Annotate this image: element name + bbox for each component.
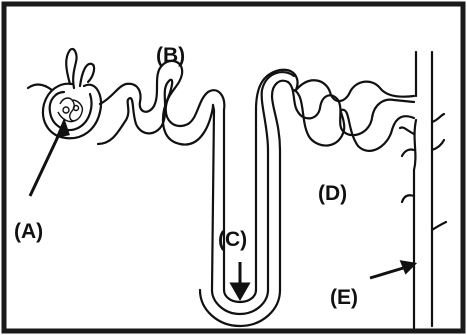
arteriole-right bbox=[80, 64, 94, 86]
label-a: (A) bbox=[14, 220, 43, 243]
pointer-a bbox=[30, 128, 62, 196]
label-b: (B) bbox=[156, 44, 185, 67]
pointers bbox=[30, 122, 414, 298]
duct-right-branches bbox=[432, 114, 446, 230]
duct-left-branches bbox=[400, 127, 414, 202]
label-e: (E) bbox=[330, 286, 358, 309]
glomerulus bbox=[58, 98, 82, 122]
blank-box-left bbox=[96, 188, 152, 260]
ascending-limb-mid bbox=[262, 72, 294, 290]
figure-border bbox=[4, 4, 463, 331]
bowmans-capsule-inner bbox=[50, 92, 92, 130]
label-d: (D) bbox=[318, 182, 347, 205]
dct-top-wall bbox=[296, 80, 414, 101]
pointer-c-head bbox=[232, 284, 248, 298]
collecting-duct-left-wall bbox=[414, 52, 416, 328]
arteriole-tail bbox=[28, 84, 52, 90]
pointer-e-head bbox=[402, 262, 414, 272]
ascending-limb-outer bbox=[272, 81, 288, 290]
blank-box-right bbox=[298, 216, 378, 264]
arteriole-left bbox=[66, 49, 76, 88]
pointer-a-head bbox=[58, 122, 68, 136]
label-c: (C) bbox=[218, 228, 247, 251]
